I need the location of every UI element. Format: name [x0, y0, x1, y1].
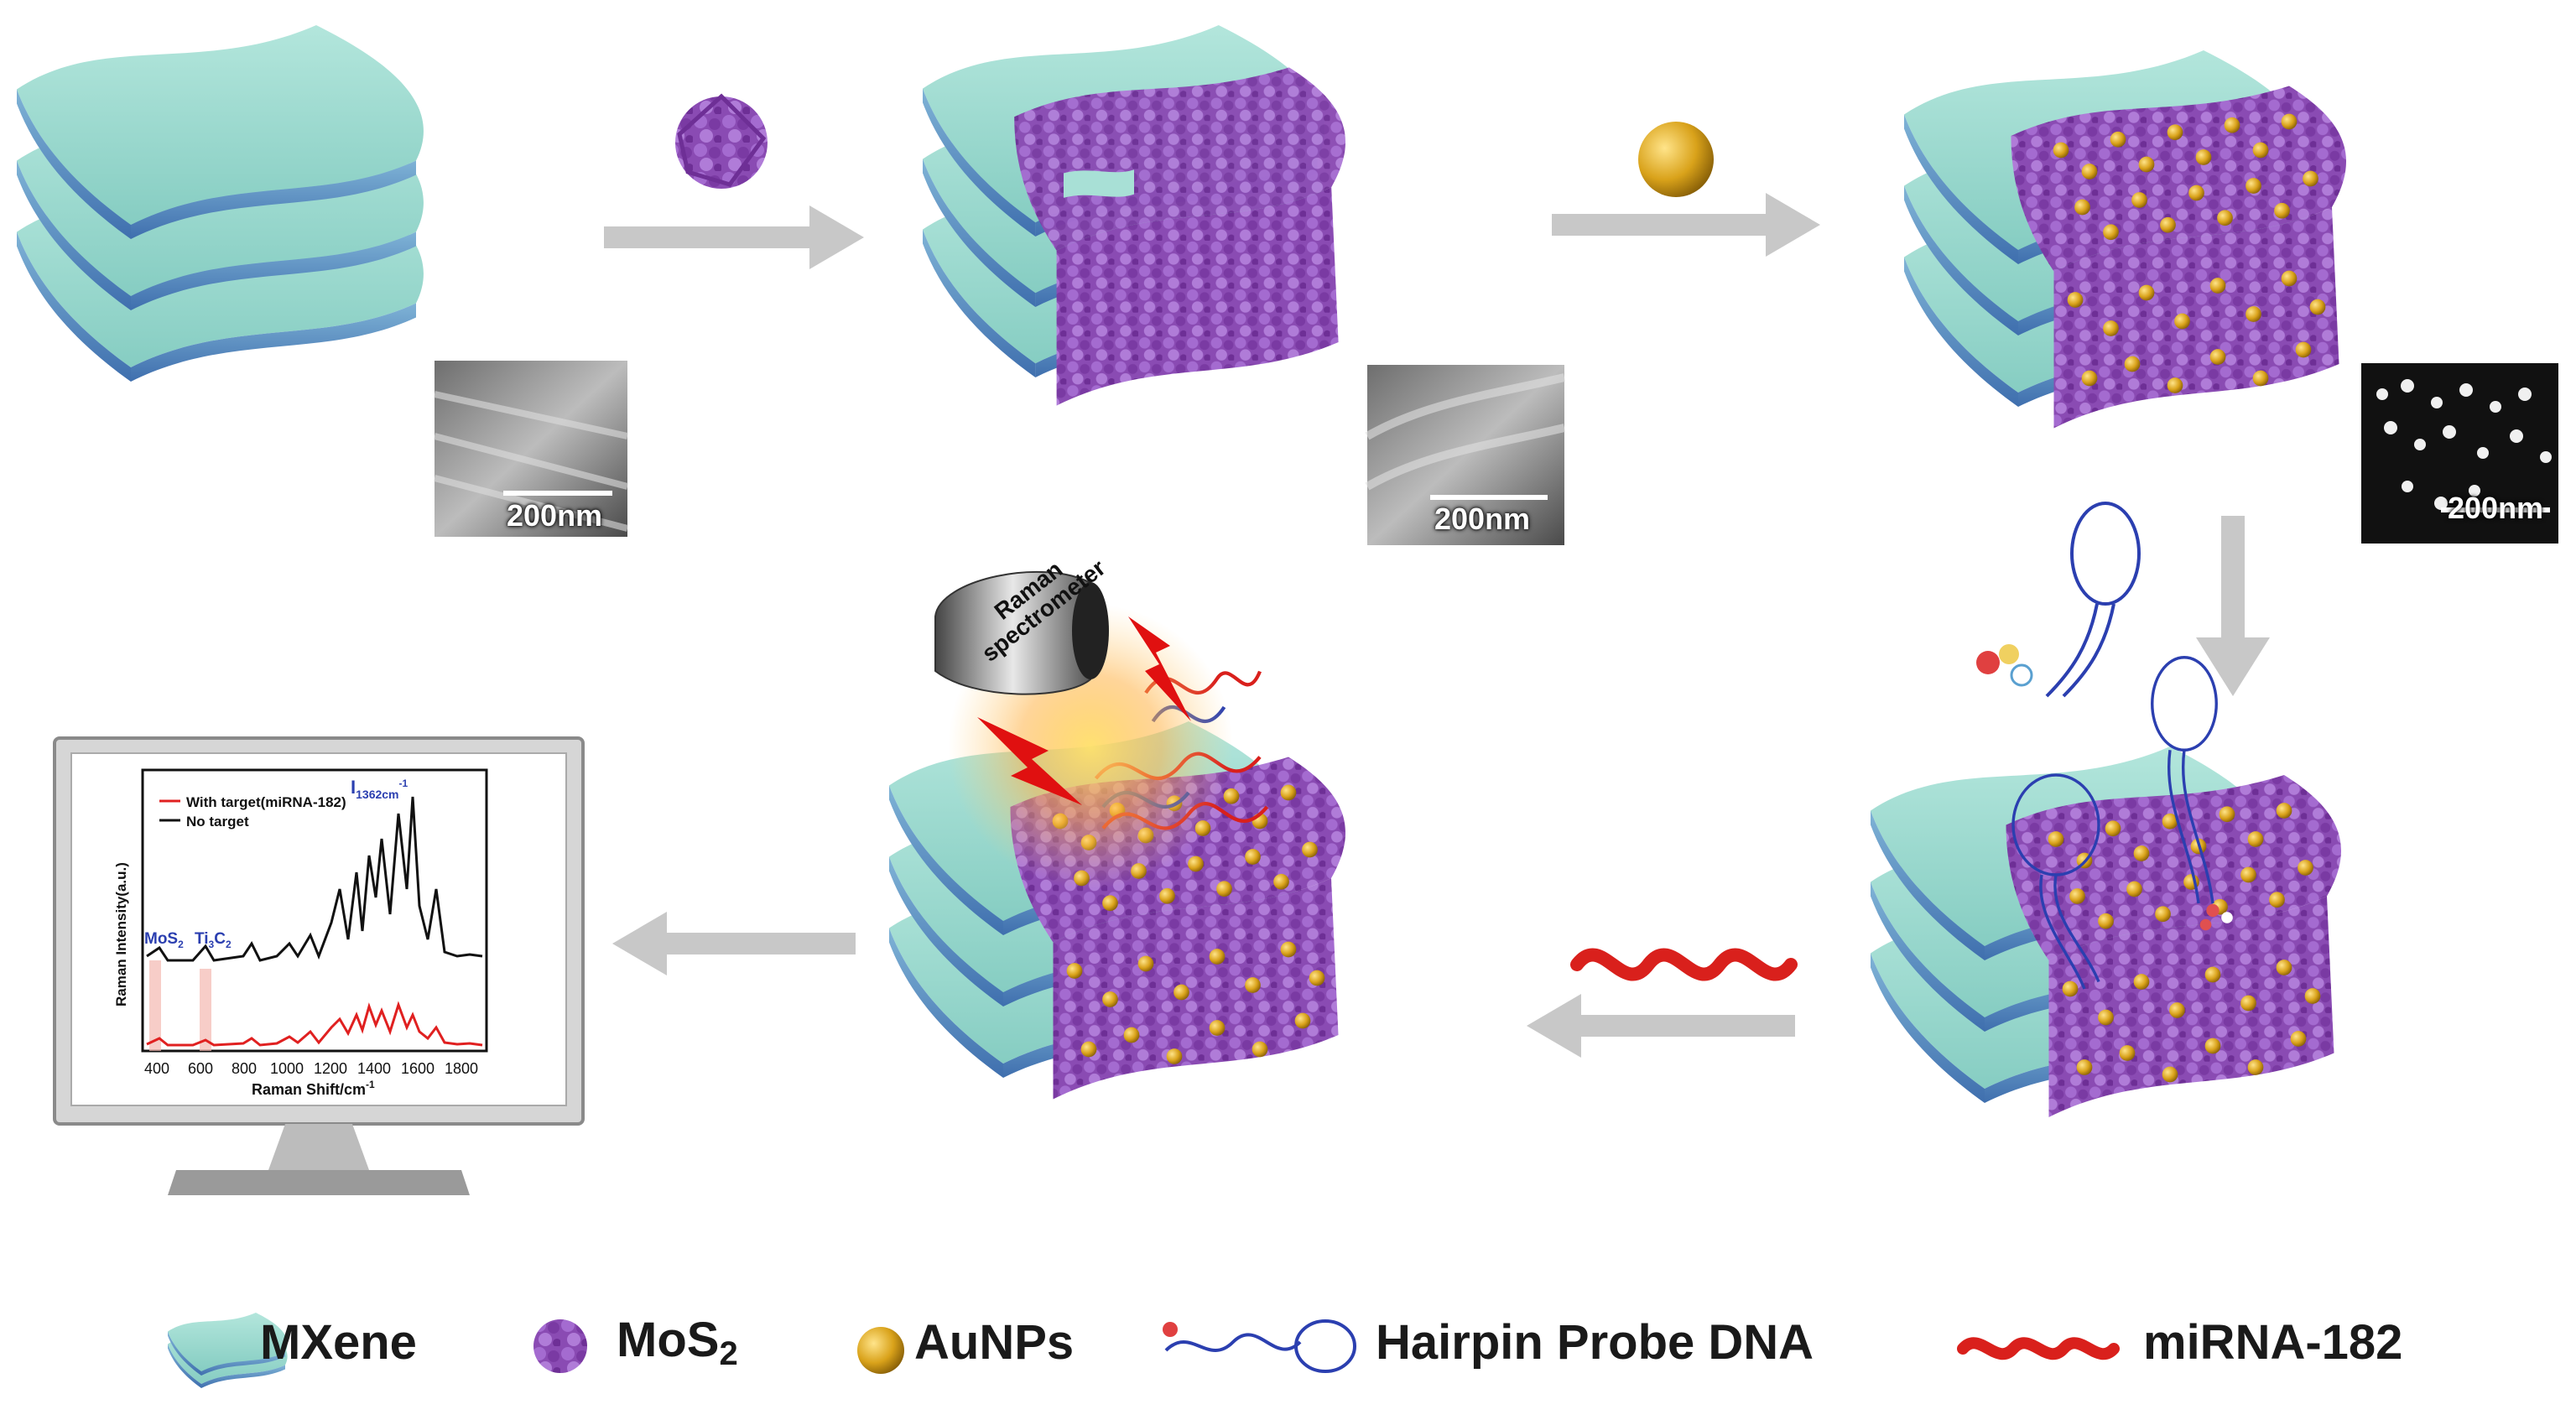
- legend-mirna-label: miRNA-182: [2143, 1314, 2403, 1370]
- legend-mirna-icon: [1957, 1337, 2120, 1360]
- spectrum-with-target: [146, 1001, 483, 1047]
- legend-hairpin-label: Hairpin Probe DNA: [1376, 1314, 1814, 1370]
- chart-tick-400: 400: [144, 1060, 169, 1077]
- stage4-with-hairpin-dna: [1871, 656, 2341, 1117]
- arrow-stage3-to-stage4: [2196, 516, 2270, 696]
- chart-band-label-ti3c2: Ti3C2: [195, 930, 232, 950]
- legend-aunp-icon: [857, 1327, 904, 1374]
- sem-scale-label-2: 200nm: [1434, 502, 1531, 536]
- chart-tick-800: 800: [232, 1060, 257, 1077]
- raman-spectrometer: Raman spectrometer: [934, 554, 1111, 695]
- monitor-spectrum-chart: With target(miRNA-182) No target I1362cm…: [113, 768, 488, 1098]
- mos2-flower-icon: [675, 93, 768, 189]
- chart-plot-area: [141, 768, 488, 1053]
- mirna-strand-icon: [1570, 948, 1798, 981]
- chart-tick-1400: 1400: [357, 1060, 391, 1077]
- chart-tick-1600: 1600: [401, 1060, 435, 1077]
- chart-tick-600: 600: [188, 1060, 213, 1077]
- sem-scale-label-3: 200nm: [2448, 491, 2544, 525]
- sem-image-1: [433, 361, 629, 537]
- legend-mos2-icon: [533, 1319, 587, 1373]
- arrow-stage1-to-stage2: [604, 205, 864, 269]
- arrow-stage2-to-stage3: [1552, 193, 1820, 257]
- legend-mos2: MoS2: [617, 1300, 738, 1384]
- legend-hairpin: Hairpin Probe DNA: [1376, 1300, 1814, 1384]
- hairpin-dna-free-icon: [2045, 502, 2141, 698]
- band-ti3c2: [200, 969, 211, 1051]
- legend-mxene: MXene: [260, 1300, 417, 1384]
- chart-tick-1200: 1200: [314, 1060, 347, 1077]
- hairpin-dna-tag: [1976, 644, 2033, 687]
- chart-legend-no-target: No target: [186, 814, 249, 830]
- arrow-stage4-to-stage5: [1527, 994, 1795, 1058]
- chart-tick-1800: 1800: [445, 1060, 478, 1077]
- legend-hairpin-icon: [1164, 1319, 1356, 1373]
- chart-peak-label: I1362cm-1: [351, 777, 409, 801]
- laser-bolt-left-icon: [977, 717, 1082, 805]
- monitor: [53, 736, 585, 1195]
- sem-image-3: [2361, 363, 2558, 544]
- chart-band-label-mos2: MoS2: [144, 930, 184, 950]
- legend-aunps: AuNPs: [914, 1300, 1074, 1384]
- sem-scale-label-1: 200nm: [507, 498, 603, 533]
- stage3-mxene-mos2-aunps: [1904, 50, 2346, 429]
- chart-ylabel: Raman Intensity(a.u.): [113, 862, 129, 1006]
- band-mos2: [149, 960, 161, 1051]
- chart-tick-1000: 1000: [270, 1060, 304, 1077]
- chart-legend-with-target: With target(miRNA-182): [186, 794, 346, 810]
- legend-aunps-label: AuNPs: [914, 1314, 1075, 1370]
- legend-mirna: miRNA-182: [2143, 1300, 2402, 1384]
- stage2-mxene-mos2: [923, 25, 1345, 406]
- stage1-mxene-stack: [17, 25, 424, 382]
- laser-bolt-right-icon: [1128, 616, 1191, 721]
- legend-hairpin-tag: [1163, 1322, 1178, 1337]
- spectrum-no-target: [146, 796, 483, 962]
- arrow-stage5-to-monitor: [612, 912, 856, 975]
- chart-xlabel: Raman Shift/cm-1: [252, 1079, 375, 1098]
- legend-mxene-label: MXene: [260, 1314, 417, 1370]
- sem-image-2: [1365, 365, 1566, 545]
- aunp-particle-icon: [1638, 122, 1714, 197]
- legend-mos2-label: MoS2: [617, 1312, 738, 1372]
